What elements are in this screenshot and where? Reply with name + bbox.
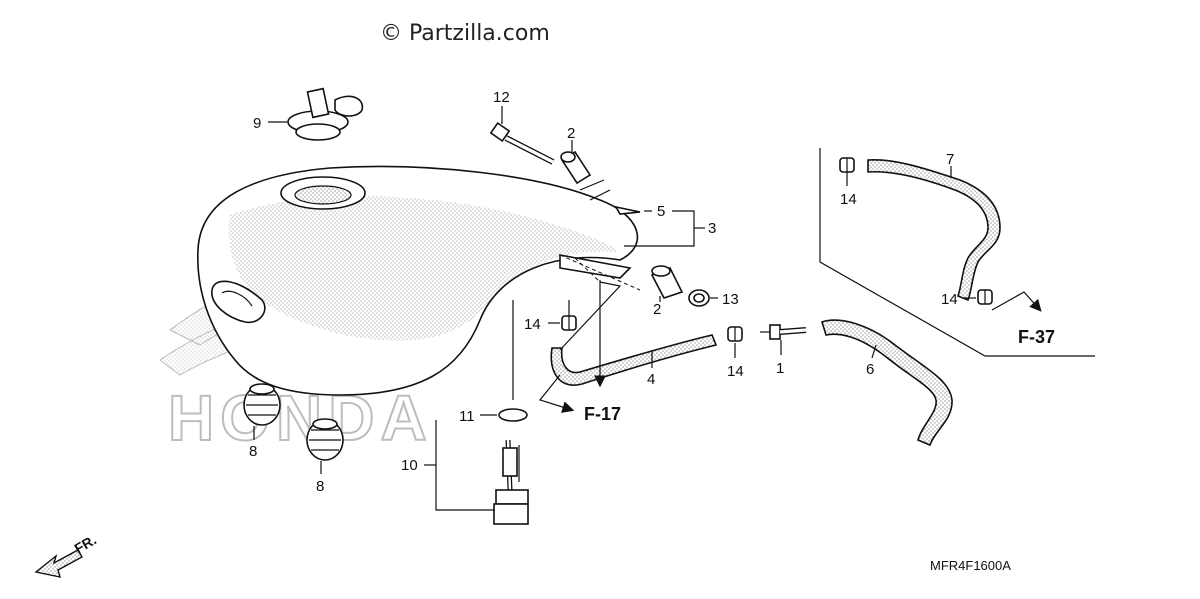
callout-8-left: 8: [249, 443, 257, 460]
watermark-text: © Partzilla.com: [380, 21, 550, 46]
fuel-tank[interactable]: [197, 165, 639, 396]
callout-3: 3: [708, 220, 716, 237]
bolt-part-1[interactable]: [760, 324, 807, 340]
callout-6: 6: [866, 361, 874, 378]
callout-14-upper-right: 14: [840, 191, 857, 208]
fuel-sensor-part-10[interactable]: [493, 439, 529, 525]
hose-part-6[interactable]: [821, 319, 953, 447]
fuel-cap-part[interactable]: [287, 87, 364, 141]
clamp-part-14-center[interactable]: [561, 315, 577, 331]
callout-10: 10: [401, 457, 418, 474]
callout-14-center: 14: [524, 316, 541, 333]
front-direction-arrow: [34, 549, 83, 578]
honda-ghost-text: HONDA: [168, 382, 433, 454]
diagram-code: MFR4F1600A: [930, 558, 1011, 573]
mount-rubber-part-8-left[interactable]: [243, 383, 281, 426]
mount-rubber-part-8-right[interactable]: [306, 418, 344, 461]
o-ring-part-11[interactable]: [498, 408, 528, 422]
callout-14-right-lower: 14: [941, 291, 958, 308]
callout-8-right: 8: [316, 478, 324, 495]
clamp-part-14-upper-right[interactable]: [839, 157, 855, 173]
callout-4: 4: [647, 371, 655, 388]
hose-part-7[interactable]: [867, 159, 1001, 302]
callout-1: 1: [776, 360, 784, 377]
clamp-part-14-right-lower[interactable]: [977, 289, 993, 305]
reference-f17: F-17: [584, 404, 621, 424]
hose-part-4[interactable]: [550, 334, 718, 386]
callout-2-upper: 2: [567, 125, 575, 142]
nut-part-13[interactable]: [688, 289, 710, 307]
callout-2-lower: 2: [653, 301, 661, 318]
callout-7: 7: [946, 151, 954, 168]
callout-14-middle: 14: [727, 363, 744, 380]
callout-11: 11: [459, 408, 475, 425]
callout-12: 12: [493, 89, 510, 106]
callout-9: 9: [253, 115, 261, 132]
reference-f37: F-37: [1018, 327, 1055, 347]
clamp-part-14-middle[interactable]: [727, 326, 743, 342]
grommet-part-2-upper[interactable]: [560, 150, 592, 185]
callout-5: 5: [657, 203, 665, 220]
plate-part-5[interactable]: [614, 205, 641, 215]
grommet-part-2-lower[interactable]: [650, 265, 684, 299]
callout-13: 13: [722, 291, 739, 308]
bolt-part-12[interactable]: [489, 121, 555, 165]
